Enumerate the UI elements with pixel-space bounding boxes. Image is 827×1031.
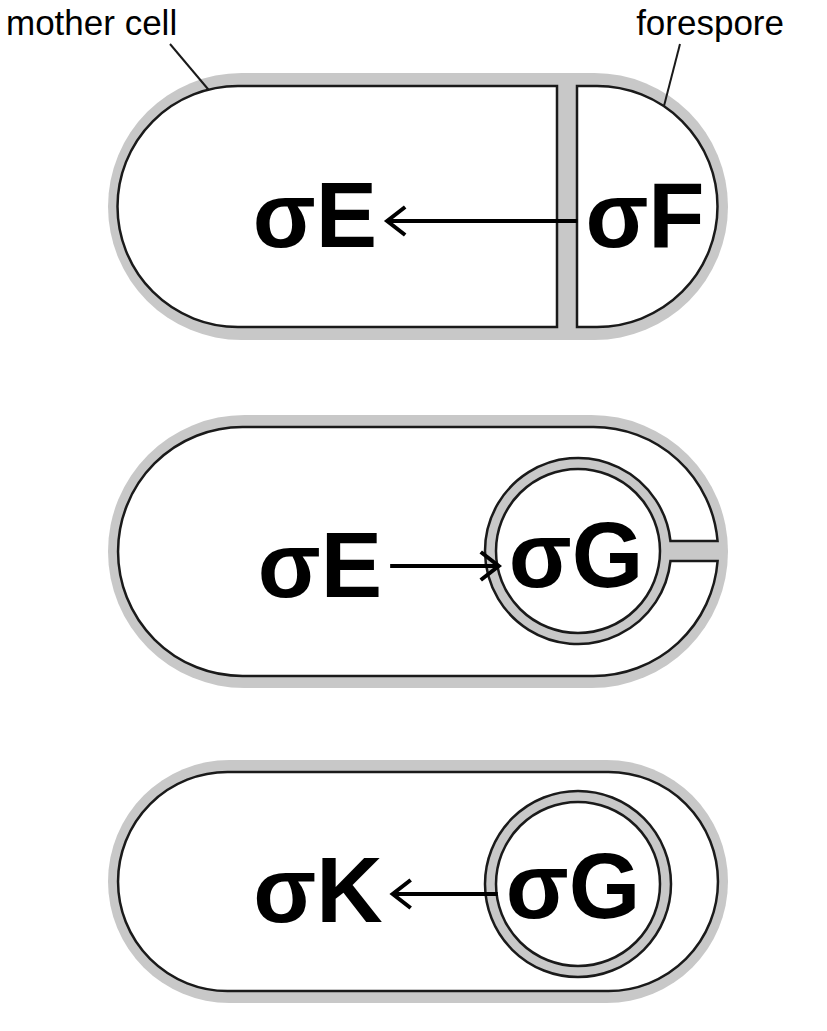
membrane (496, 802, 660, 966)
membrane (577, 86, 718, 327)
activation-arrow (387, 207, 577, 235)
label-holder: mother cell (6, 4, 177, 43)
membrane (485, 791, 671, 977)
sigma-factor: σE (258, 519, 382, 611)
compartment-label: mother cell (6, 4, 177, 43)
arrow-head (481, 552, 499, 580)
membrane (118, 772, 718, 991)
cell-compartment: σF (577, 86, 717, 327)
cell-compartment: σE (118, 86, 557, 327)
arrow-shaft (387, 219, 577, 223)
membrane (496, 469, 660, 633)
sigma-factor: σG (506, 840, 641, 932)
sigma-factor: σK (253, 844, 382, 936)
sigma-factor: σF (585, 169, 704, 261)
arrow-head (387, 207, 405, 235)
arrow-head (393, 880, 411, 908)
sigma-factor: σE (253, 169, 377, 261)
arrow-shaft (390, 564, 499, 568)
label-holder: forespore (636, 4, 784, 43)
arrow-shaft (393, 892, 498, 896)
activation-arrow (390, 552, 499, 580)
forespore-compartment: σG (485, 791, 671, 977)
activation-arrow (393, 880, 498, 908)
membrane (118, 86, 558, 327)
forespore-compartment: σG (496, 469, 660, 633)
cell-wall (108, 760, 728, 1003)
cell-compartment: σK σG (118, 772, 718, 991)
sigma-factor: σG (509, 509, 644, 601)
cell-compartment: σE σG (118, 427, 718, 676)
cell-wall (108, 73, 728, 340)
membrane (118, 427, 718, 676)
compartment-label: forespore (636, 4, 784, 43)
cell-wall (108, 415, 728, 688)
